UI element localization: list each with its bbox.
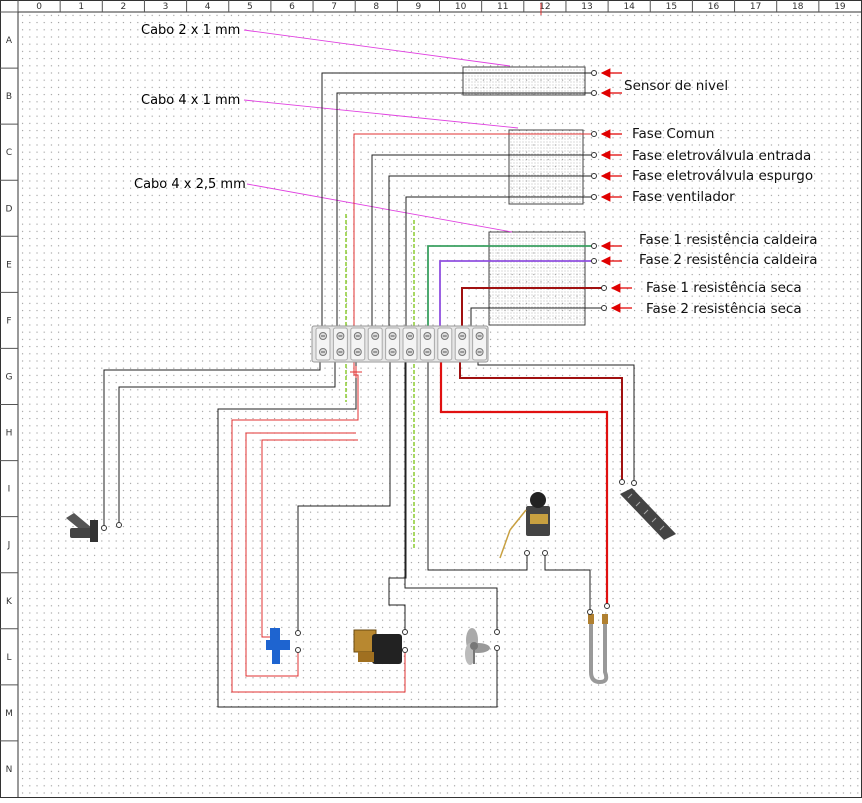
row-label: B [6,92,12,102]
row-label: J [7,541,11,551]
connection-point[interactable] [591,90,597,96]
terminal-screw[interactable] [385,327,401,361]
dotted-background [18,12,860,797]
column-label: 9 [416,2,422,12]
connection-label: Fase 2 resistência seca [646,301,802,317]
cable-label-4x1: Cabo 4 x 1 mm [141,93,240,108]
wires-green [427,245,594,332]
column-label: 2 [121,2,127,12]
row-label: C [6,148,12,158]
row-label: K [6,597,13,607]
terminal-screw[interactable] [454,327,470,361]
connection-fase2-caldeira: Fase 2 resistência caldeira [591,252,817,268]
level-sensor-icon[interactable] [66,513,122,542]
terminal-screw[interactable] [472,327,488,361]
connection-fase-eletro-espurgo: Fase eletroválvula espurgo [591,168,813,184]
row-label: N [6,765,13,775]
row-label: A [6,36,13,46]
column-label: 15 [666,2,677,12]
cable-label-2x1: Cabo 2 x 1 mm [141,23,240,38]
wires-red [231,133,594,693]
connection-fase-comun: Fase Comun [591,126,714,142]
connection-point[interactable] [591,152,597,158]
leader-lines [243,29,519,233]
connection-sensor: Sensor de nivel [591,68,728,98]
column-label: 0 [36,2,42,12]
wires-purple [439,260,594,332]
column-label: 14 [623,2,635,12]
terminal-block [311,325,489,363]
wires-dark-red [459,287,623,482]
connection-label: Fase eletroválvula espurgo [632,168,813,184]
wires-red-heavy [439,360,609,606]
connection-label: Fase Comun [632,126,714,142]
column-label: 8 [373,2,379,12]
thermostat-icon[interactable] [499,492,550,559]
column-label: 1 [78,2,84,12]
connection-label: Fase 1 resistência seca [646,280,802,296]
connection-point[interactable] [601,285,607,291]
connection-point[interactable] [591,131,597,137]
water-valve-icon[interactable] [266,628,301,664]
connection-point[interactable] [591,243,597,249]
junction-box-sensor [462,66,586,96]
column-label: 19 [834,2,846,12]
connection-fase1-seca: Fase 1 resistência seca [601,280,802,296]
column-label: 4 [205,2,211,12]
terminal-screw[interactable] [437,327,453,361]
terminal-screw[interactable] [315,327,331,361]
connection-fase1-caldeira: Fase 1 resistência caldeira [591,232,817,251]
terminal-screw[interactable] [367,327,383,361]
terminal-screw[interactable] [332,327,348,361]
connection-label: Fase 1 resistência caldeira [639,232,817,248]
terminal-screw[interactable] [350,327,366,361]
junction-box-phases [508,129,584,205]
row-label: M [5,709,13,719]
column-label: 6 [289,2,295,12]
fan-icon[interactable] [465,628,500,665]
row-label: G [6,372,13,382]
heating-element-icon[interactable] [587,603,610,685]
connection-point[interactable] [591,70,597,76]
wires-black [103,72,635,708]
column-label: 3 [163,2,169,12]
connection-label: Fase 2 resistência caldeira [639,252,817,268]
junction-box-heaters [488,231,586,326]
column-label: 18 [792,2,804,12]
cable-label-4x25: Cabo 4 x 2,5 mm [134,177,246,192]
row-label: I [8,485,11,495]
column-label: 13 [581,2,592,12]
connection-fase2-seca: Fase 2 resistência seca [601,301,802,317]
column-label: 17 [750,2,761,12]
row-label: D [6,204,13,214]
dry-heating-element-icon[interactable] [619,479,677,541]
row-label: L [6,653,11,663]
column-label: 5 [247,2,253,12]
terminal-screw[interactable] [419,327,435,361]
terminal-screw[interactable] [402,327,418,361]
connection-label: Sensor de nivel [624,78,728,94]
row-label: H [6,429,13,439]
column-label: 10 [455,2,467,12]
connection-label: Fase ventilador [632,189,735,205]
connection-point[interactable] [601,305,607,311]
connection-point[interactable] [591,258,597,264]
column-label: 11 [497,2,508,12]
connection-fase-eletro-entrada: Fase eletroválvula entrada [591,148,811,164]
connection-fase-ventilador: Fase ventilador [591,189,735,205]
solenoid-valve-icon[interactable] [353,629,408,665]
wires-earth [345,214,415,550]
row-label: F [6,316,11,326]
column-label: 7 [331,2,337,12]
column-label: 16 [708,2,720,12]
connection-label: Fase eletroválvula entrada [632,148,811,164]
row-label: E [6,260,12,270]
column-label: 12 [539,2,550,12]
marker-red-cross [350,366,362,378]
connection-point[interactable] [591,173,597,179]
connection-point[interactable] [591,194,597,200]
